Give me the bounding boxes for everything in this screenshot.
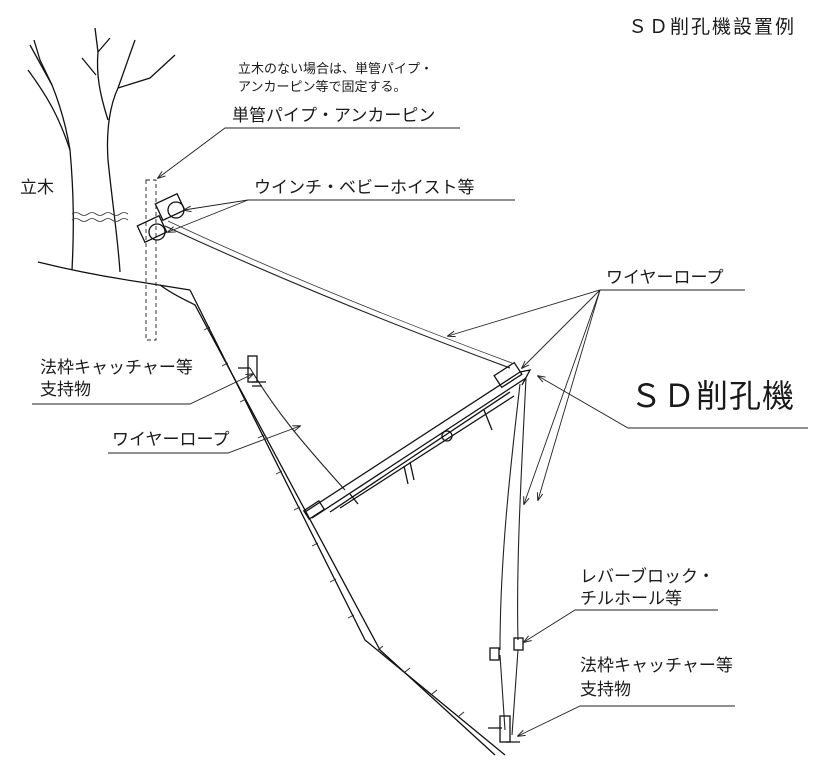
- label-lever-line1: レバーブロック・: [580, 567, 715, 587]
- pipe-anchor-drawing: [145, 179, 157, 341]
- catcher-lower-drawing: [488, 715, 520, 743]
- leader-lines: [32, 127, 808, 736]
- wire-rope-lower: [499, 377, 527, 736]
- label-pipe-anchor: 単管パイプ・アンカーピン: [232, 106, 436, 126]
- sd-machine-drawing: [302, 361, 532, 520]
- lever-block-drawing: [489, 637, 524, 661]
- wire-rope-slope: [249, 367, 346, 491]
- label-lever-line2: チルホール等: [580, 589, 682, 609]
- label-winch: ウインチ・ベビーホイスト等: [254, 178, 475, 198]
- label-note-line1: 立木のない場合は、単管パイプ・: [238, 62, 434, 77]
- label-wire-rope-left: ワイヤーロープ: [112, 430, 230, 450]
- ground-slope: [37, 261, 506, 756]
- label-catcher-lower-line1: 法枠キャッチャー等: [580, 656, 733, 676]
- tree-drawing: [27, 27, 176, 273]
- label-catcher-lower-line2: 支持物: [580, 680, 631, 700]
- label-note-line2: アンカーピン等で固定する。: [238, 80, 407, 95]
- winch-drawing: [136, 192, 186, 244]
- label-sd-machine: ＳＤ削孔機: [630, 377, 796, 415]
- diagram-title: ＳＤ削孔機設置例: [628, 16, 797, 38]
- label-catcher-upper-line2: 支持物: [40, 380, 91, 400]
- label-catcher-upper-line1: 法枠キャッチャー等: [40, 358, 193, 378]
- catcher-upper-drawing: [238, 355, 266, 387]
- wire-rope-main: [164, 220, 513, 369]
- label-wire-rope-upper: ワイヤーロープ: [606, 268, 724, 288]
- label-tree: 立木: [20, 178, 54, 198]
